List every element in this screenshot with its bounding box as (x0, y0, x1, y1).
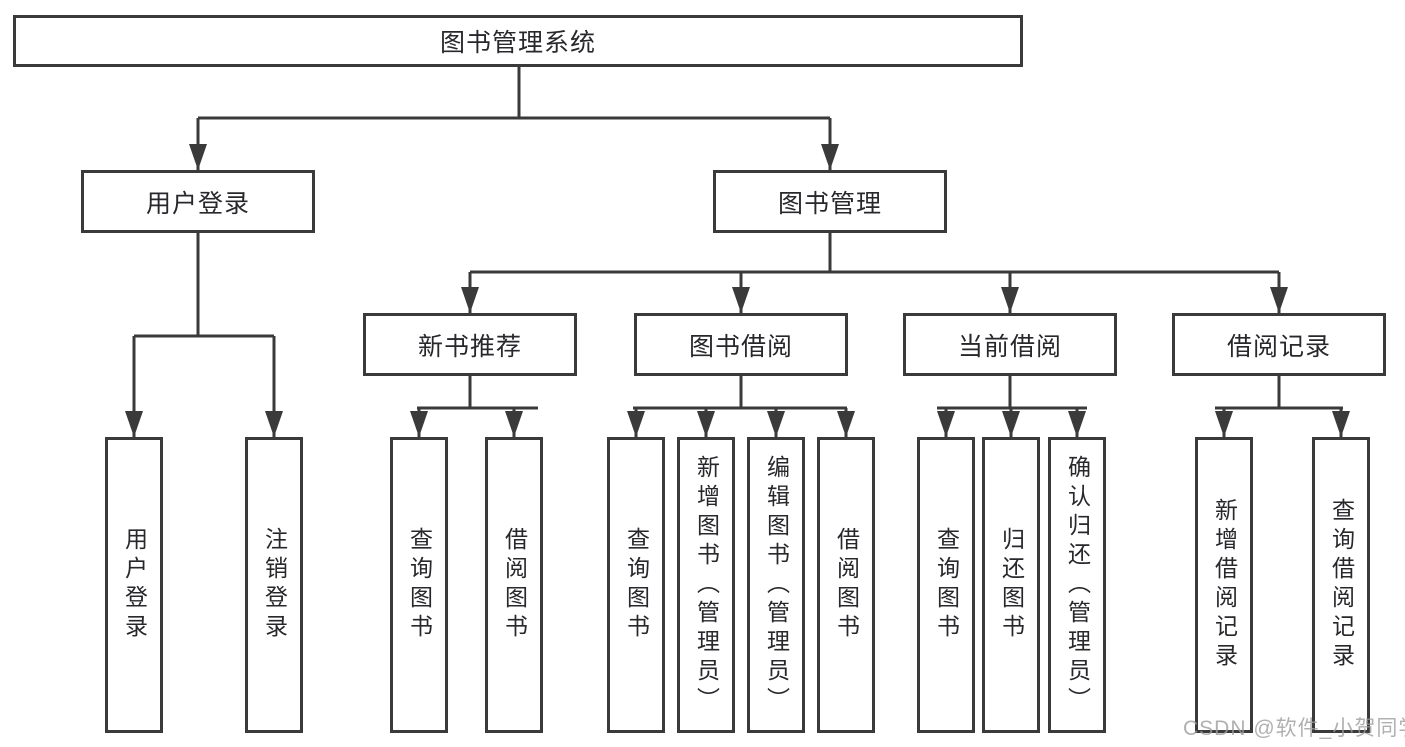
leaf-records-query-record: 查询借阅记录 (1312, 437, 1370, 733)
leaf-label: 注销登录 (261, 527, 288, 643)
leaf-label: 查询图书 (623, 527, 650, 643)
leaf-recommend-borrow-book: 借阅图书 (485, 437, 543, 733)
leaf-current-query-book: 查询图书 (917, 437, 975, 733)
node-user-login-label: 用户登录 (145, 189, 250, 218)
leaf-label: 查询借阅记录 (1328, 498, 1355, 672)
leaf-borrow-borrow-book: 借阅图书 (817, 437, 875, 733)
connector-new-book-recommend-children (410, 376, 538, 437)
node-book-borrow: 图书借阅 (634, 313, 848, 376)
leaf-label: 查询图书 (406, 527, 433, 643)
leaf-label: 借阅图书 (833, 527, 860, 643)
leaf-records-add-record: 新增借阅记录 (1195, 437, 1253, 733)
leaf-label: 新增图书（管理员） (693, 454, 720, 716)
leaf-borrow-query-book: 查询图书 (607, 437, 665, 733)
leaf-borrow-edit-book: 编辑图书（管理员） (747, 437, 805, 733)
connector-borrow-records-children (1215, 376, 1350, 437)
leaf-current-confirm-return: 确认归还（管理员） (1048, 437, 1106, 733)
node-book-management-label: 图书管理 (777, 189, 882, 218)
leaf-recommend-query-book: 查询图书 (390, 437, 448, 733)
node-current-borrow-label: 当前借阅 (957, 332, 1062, 361)
connector-book-borrow-children (627, 376, 855, 437)
leaf-borrow-add-book: 新增图书（管理员） (677, 437, 735, 733)
leaf-label: 归还图书 (998, 527, 1025, 643)
node-user-login: 用户登录 (81, 170, 315, 233)
node-new-book-recommend-label: 新书推荐 (417, 332, 522, 361)
leaf-label: 查询图书 (933, 527, 960, 643)
node-borrow-records-label: 借阅记录 (1226, 332, 1331, 361)
node-root-label: 图书管理系统 (439, 29, 596, 57)
node-current-borrow: 当前借阅 (903, 313, 1117, 376)
leaf-label: 新增借阅记录 (1211, 498, 1238, 672)
connector-book-management-children (461, 233, 1288, 313)
leaf-label: 确认归还（管理员） (1064, 454, 1091, 716)
node-new-book-recommend: 新书推荐 (363, 313, 577, 376)
leaf-logout: 注销登录 (245, 437, 303, 733)
leaf-label: 用户登录 (121, 527, 148, 643)
leaf-user-login: 用户登录 (105, 437, 163, 733)
connector-current-borrow-children (937, 376, 1087, 437)
node-borrow-records: 借阅记录 (1172, 313, 1386, 376)
leaf-label: 借阅图书 (501, 527, 528, 643)
leaf-label: 编辑图书（管理员） (763, 454, 790, 716)
node-book-management: 图书管理 (713, 170, 947, 233)
node-root: 图书管理系统 (13, 15, 1023, 67)
connector-root-to-level1 (189, 67, 839, 170)
csdn-watermark: CSDN @软件_小贺同学 (1183, 717, 1405, 740)
node-book-borrow-label: 图书借阅 (688, 332, 793, 361)
leaf-current-return-book: 归还图书 (982, 437, 1040, 733)
connector-user-login-children (125, 233, 283, 437)
